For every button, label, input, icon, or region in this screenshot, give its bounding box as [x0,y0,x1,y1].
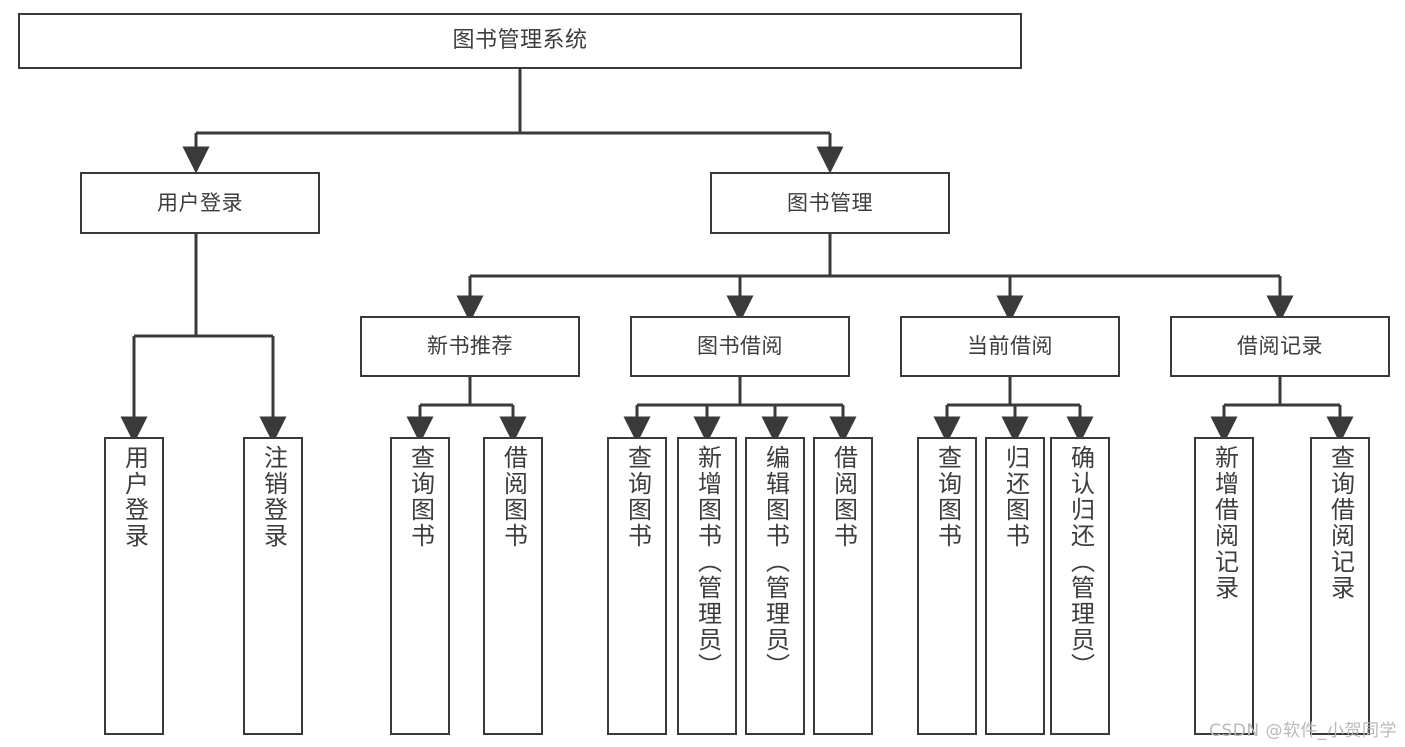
node-label: 图书管理系统 [452,28,588,54]
node-label: 新书推荐 [427,334,513,359]
node-label: 图书借阅 [697,334,783,359]
node-label: 编辑图书（管理员） [761,445,790,679]
leaf-recommend-borrow-book[interactable]: 借阅图书 [483,437,543,735]
leaf-current-return-book[interactable]: 归还图书 [985,437,1045,735]
leaf-current-query-book[interactable]: 查询图书 [917,437,977,735]
leaf-borrow-add-book-admin[interactable]: 新增图书（管理员） [677,437,737,735]
node-label: 注销登录 [259,445,288,549]
node-label: 用户登录 [120,445,149,549]
leaf-record-add-record[interactable]: 新增借阅记录 [1194,437,1254,735]
node-current-borrow[interactable]: 当前借阅 [900,316,1120,377]
node-root-system[interactable]: 图书管理系统 [18,13,1022,69]
node-label: 查询图书 [623,445,652,549]
node-label: 图书管理 [787,190,873,215]
node-label: 借阅记录 [1237,334,1323,359]
leaf-user-login-signout[interactable]: 注销登录 [243,437,303,735]
leaf-borrow-edit-book-admin[interactable]: 编辑图书（管理员） [745,437,805,735]
node-label: 确认归还（管理员） [1066,445,1095,679]
node-label: 查询借阅记录 [1326,445,1355,601]
node-borrow-record[interactable]: 借阅记录 [1170,316,1390,377]
node-book-borrow[interactable]: 图书借阅 [630,316,850,377]
leaf-record-query-record[interactable]: 查询借阅记录 [1310,437,1370,735]
node-label: 借阅图书 [829,445,858,549]
node-new-book-recommend[interactable]: 新书推荐 [360,316,580,377]
node-label: 新增借阅记录 [1210,445,1239,601]
leaf-borrow-borrow-book[interactable]: 借阅图书 [813,437,873,735]
node-label: 归还图书 [1001,445,1030,549]
node-label: 借阅图书 [499,445,528,549]
node-label: 查询图书 [933,445,962,549]
node-label: 新增图书（管理员） [693,445,722,679]
node-book-management[interactable]: 图书管理 [710,172,950,234]
leaf-recommend-query-book[interactable]: 查询图书 [390,437,450,735]
node-user-login[interactable]: 用户登录 [80,172,320,234]
node-label: 查询图书 [406,445,435,549]
watermark-csdn: CSDN @软件_小贺同学 [1209,721,1397,741]
leaf-current-confirm-return-admin[interactable]: 确认归还（管理员） [1050,437,1110,735]
node-label: 用户登录 [157,190,243,215]
leaf-user-login-signin[interactable]: 用户登录 [104,437,164,735]
leaf-borrow-query-book[interactable]: 查询图书 [607,437,667,735]
node-label: 当前借阅 [967,334,1053,359]
